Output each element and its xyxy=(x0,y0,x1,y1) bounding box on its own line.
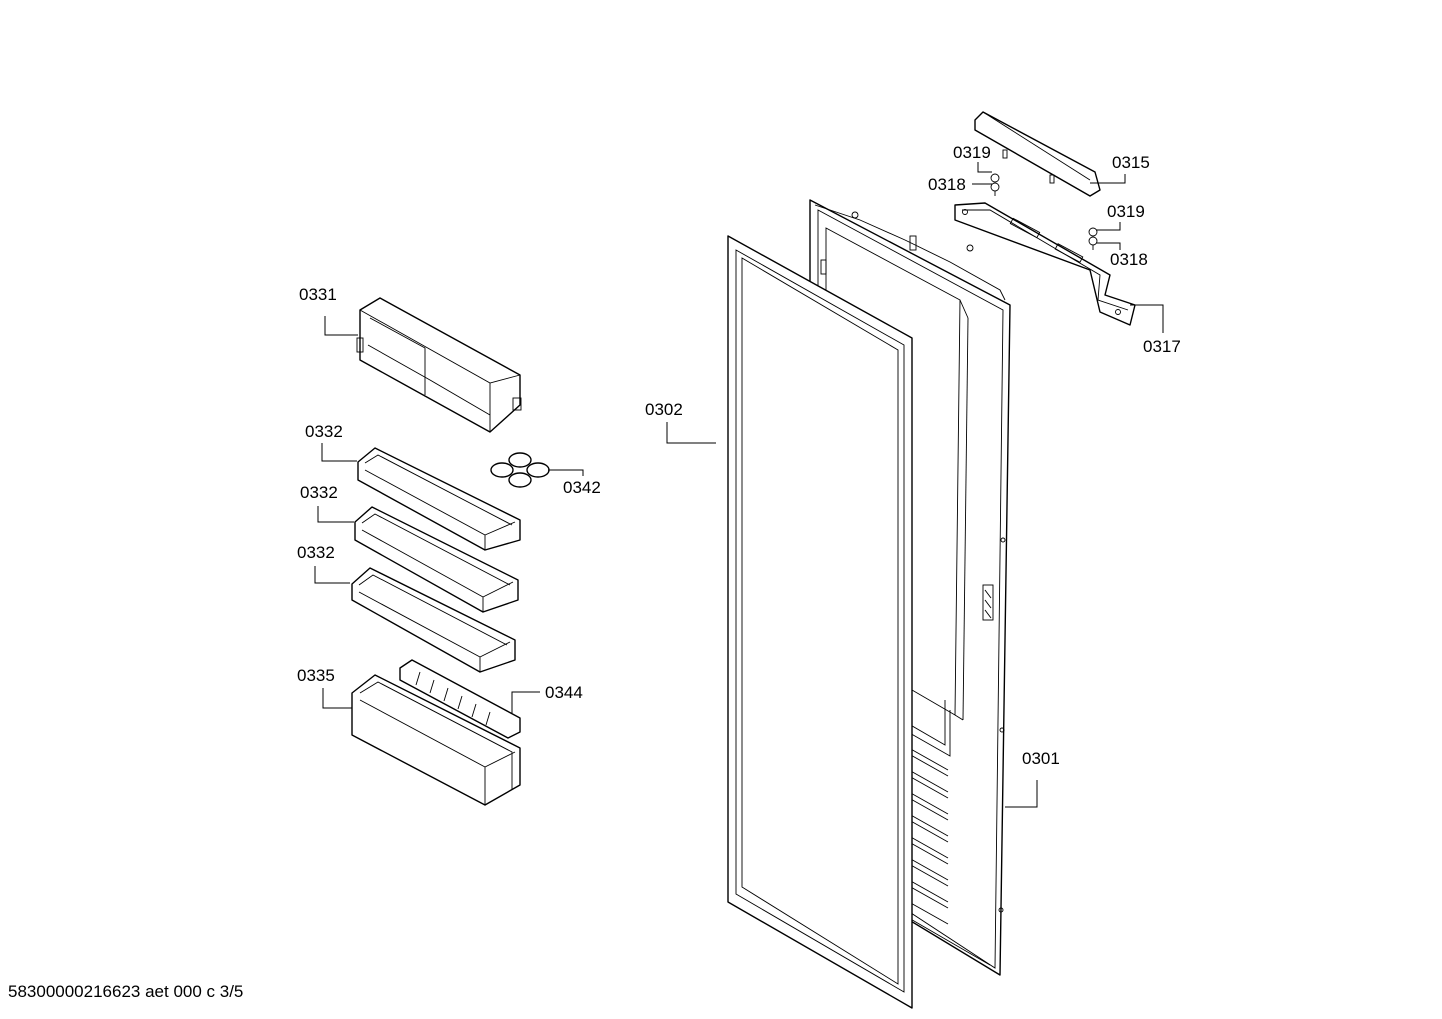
callout-0331: 0331 xyxy=(299,285,337,304)
callout-0301: 0301 xyxy=(1022,749,1060,768)
callout-0315: 0315 xyxy=(1112,153,1150,172)
screw-0318-top xyxy=(990,173,1000,196)
callout-0332-c: 0332 xyxy=(297,543,335,562)
dairy-compartment xyxy=(356,297,522,433)
callout-0342: 0342 xyxy=(563,478,601,497)
callout-0319-top: 0319 xyxy=(953,143,991,162)
bottle-holder xyxy=(399,659,521,739)
callout-0332-a: 0332 xyxy=(305,422,343,441)
leader-lines xyxy=(314,162,1164,808)
door-shelf-3 xyxy=(351,567,516,673)
egg-tray xyxy=(490,452,550,488)
callout-0317: 0317 xyxy=(1143,337,1181,356)
callout-0302: 0302 xyxy=(645,400,683,419)
callout-0344: 0344 xyxy=(545,683,583,702)
callout-0335: 0335 xyxy=(297,666,335,685)
door-shelf-1 xyxy=(357,447,521,551)
hinge-bracket xyxy=(954,202,1136,326)
callout-0318-top: 0318 xyxy=(928,175,966,194)
callout-0319-right: 0319 xyxy=(1107,202,1145,221)
bottle-shelf xyxy=(351,674,521,806)
callout-0332-b: 0332 xyxy=(300,483,338,502)
door-shelf-2 xyxy=(354,506,519,613)
screw-0318-right xyxy=(1088,227,1098,250)
top-handle-cover xyxy=(974,111,1101,197)
callout-0318-right: 0318 xyxy=(1110,250,1148,269)
document-code: 58300000216623 aet 000 c 3/5 xyxy=(8,982,243,1001)
door-gasket xyxy=(727,235,913,1009)
